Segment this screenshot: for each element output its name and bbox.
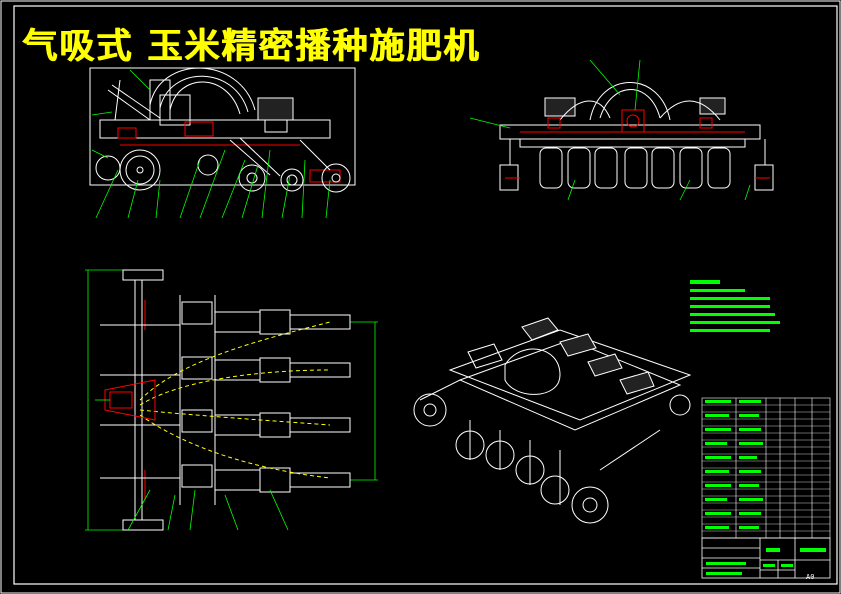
drawing-title: 气吸式 玉米精密播种施肥机 [22,27,481,67]
parts-list [701,397,831,539]
technical-requirements [690,280,780,332]
inner-frame [13,5,838,585]
side-view-frame-box [89,67,356,186]
top-view [85,269,378,531]
title-block [701,537,831,579]
sheet-number: A0 [806,573,815,581]
front-view [469,59,774,201]
front-view-fan [621,109,645,133]
side-view [89,67,356,219]
isometric-view [413,317,692,524]
